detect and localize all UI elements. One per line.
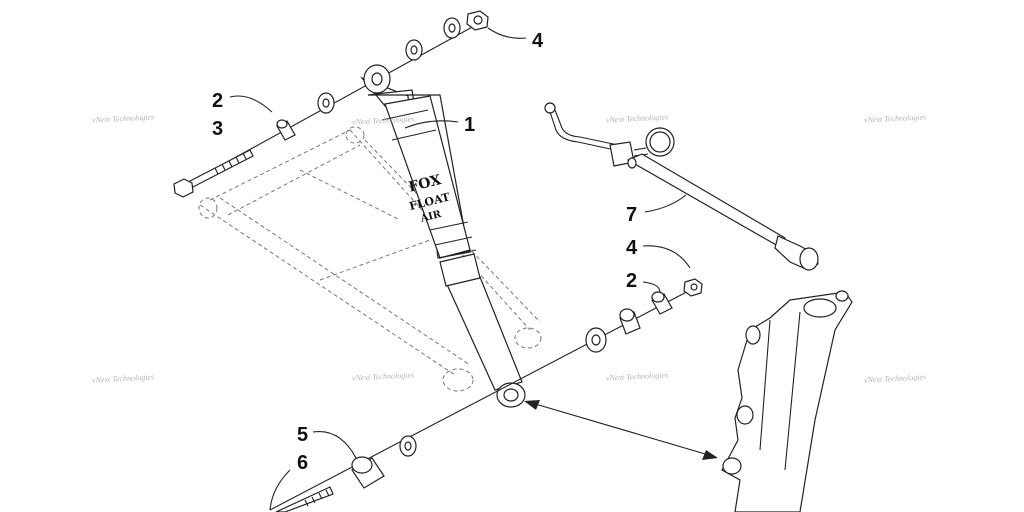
shock-label-line2: AIR [419, 209, 443, 225]
upper-nut [466, 10, 489, 31]
callout-7: 7 [626, 204, 637, 226]
bottom-spacer [351, 456, 385, 489]
bottom-washer [399, 435, 417, 457]
leader-lines [229, 27, 691, 511]
reference-arrow [524, 400, 718, 460]
shock-brand-text: FOX [407, 172, 443, 195]
lower-spacer-right [651, 291, 673, 315]
callout-1: 1 [464, 114, 475, 136]
air-pump [544, 102, 819, 271]
upper-washer-1 [443, 17, 461, 39]
lower-washer [585, 327, 607, 353]
callout-5: 5 [297, 424, 308, 446]
callout-4-upper: 4 [532, 30, 544, 52]
callout-2-lower: 2 [626, 270, 637, 292]
callout-6: 6 [297, 452, 308, 474]
callout-3-upper: 3 [212, 118, 223, 140]
upper-washer-2 [405, 39, 423, 61]
bottom-bolt [275, 486, 334, 512]
lower-nut [683, 278, 703, 297]
callout-2-upper: 2 [212, 90, 223, 112]
upper-bolt [173, 149, 254, 198]
lower-spacer-mid [619, 308, 641, 335]
spindle [721, 290, 853, 512]
a-arm-outline [198, 126, 542, 392]
callout-4-lower: 4 [626, 237, 638, 259]
upper-washer-3 [317, 92, 335, 114]
shock-absorber: FOX FLOAT AIR [360, 64, 526, 408]
upper-spacer [276, 119, 296, 141]
